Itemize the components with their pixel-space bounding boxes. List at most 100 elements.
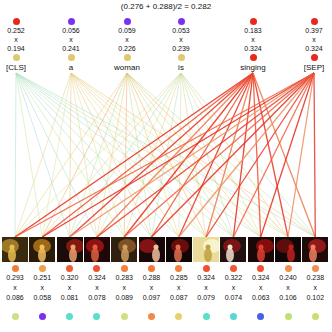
- times-sign: x: [69, 35, 73, 44]
- weight-dot: [93, 265, 100, 272]
- attention-line: [152, 73, 254, 237]
- times-sign: x: [251, 35, 255, 44]
- frame-column: 0.238x0.102: [302, 237, 328, 321]
- score-value: 0.079: [197, 293, 215, 303]
- score-value: 0.097: [143, 293, 161, 303]
- score-value: 0.106: [279, 293, 297, 303]
- score-value: 0.063: [252, 293, 270, 303]
- score-value: 0.324: [252, 273, 270, 283]
- frame-column: 0.324x0.079: [193, 237, 219, 321]
- video-frame: [302, 237, 328, 262]
- weight-dot: [257, 265, 264, 272]
- attention-line: [288, 73, 314, 237]
- weight-dot: [175, 313, 182, 320]
- attention-line: [206, 73, 314, 237]
- attention-line: [179, 73, 314, 237]
- weight-dot: [178, 18, 185, 25]
- weight-dot: [257, 313, 264, 320]
- weight-dot: [93, 313, 100, 320]
- times-sign: x: [125, 35, 129, 44]
- token-label: a: [69, 62, 73, 73]
- score-value: 0.322: [225, 273, 243, 283]
- weight-dot: [230, 265, 237, 272]
- attention-line: [233, 73, 253, 237]
- times-sign: x: [232, 283, 236, 293]
- attention-line: [70, 73, 314, 237]
- token-column: 0.183x0.324singing: [239, 17, 267, 73]
- frame-column: 0.324x0.078: [84, 237, 110, 321]
- weight-dot: [250, 54, 257, 61]
- video-frame: [57, 237, 83, 262]
- score-value: 0.081: [61, 293, 79, 303]
- attention-line: [42, 73, 253, 237]
- times-sign: x: [122, 283, 126, 293]
- chart-title: (0.276 + 0.288)/2 = 0.282: [0, 1, 332, 12]
- score-value: 0.087: [170, 293, 188, 303]
- attention-line: [97, 73, 314, 237]
- frame-column: 0.320x0.081: [57, 237, 83, 321]
- frame-column: 0.322x0.074: [220, 237, 246, 321]
- attention-line: [15, 73, 314, 237]
- times-sign: x: [179, 35, 183, 44]
- score-value: 0.288: [143, 273, 161, 283]
- times-sign: x: [13, 283, 17, 293]
- weight-dot: [12, 313, 19, 320]
- video-frame: [193, 237, 219, 262]
- attention-line: [261, 73, 314, 237]
- video-frame: [84, 237, 110, 262]
- attention-line: [127, 73, 288, 237]
- frame-column: 0.293x0.086: [2, 237, 28, 321]
- score-value: 0.397: [305, 26, 323, 35]
- score-value: 0.059: [118, 26, 136, 35]
- score-value: 0.194: [7, 44, 25, 53]
- score-value: 0.285: [170, 273, 188, 283]
- attention-line: [42, 73, 314, 237]
- frame-column: 0.283x0.089: [111, 237, 137, 321]
- times-sign: x: [259, 283, 263, 293]
- times-sign: x: [14, 35, 18, 44]
- attention-line: [124, 73, 253, 237]
- weight-dot: [13, 18, 20, 25]
- attention-line: [15, 73, 253, 237]
- weight-dot: [121, 313, 128, 320]
- frame-column: 0.288x0.097: [139, 237, 165, 321]
- score-value: 0.074: [225, 293, 243, 303]
- score-value: 0.293: [6, 273, 24, 283]
- video-frame: [111, 237, 137, 262]
- times-sign: x: [314, 283, 318, 293]
- score-value: 0.226: [118, 44, 136, 53]
- frame-column: 0.251x0.058: [29, 237, 55, 321]
- frame-column: 0.285x0.087: [166, 237, 192, 321]
- weight-dot: [124, 18, 131, 25]
- video-frame: [220, 237, 246, 262]
- weight-dot: [68, 54, 75, 61]
- weight-dot: [66, 313, 73, 320]
- score-value: 0.053: [172, 26, 190, 35]
- attention-line: [71, 73, 206, 237]
- score-value: 0.239: [172, 44, 190, 53]
- score-value: 0.058: [34, 293, 52, 303]
- token-column: 0.059x0.226woman: [113, 17, 141, 73]
- weight-dot: [311, 18, 318, 25]
- times-sign: x: [68, 283, 72, 293]
- token-column: 0.056x0.241a: [57, 17, 85, 73]
- token-label: singing: [240, 62, 265, 73]
- attention-line: [16, 73, 315, 237]
- weight-dot: [39, 265, 46, 272]
- times-sign: x: [95, 283, 99, 293]
- weight-dot: [39, 313, 46, 320]
- token-column: 0.397x0.324[SEP]: [300, 17, 328, 73]
- token-label: [CLS]: [6, 62, 26, 73]
- attention-line: [314, 73, 315, 237]
- attention-line: [97, 73, 181, 237]
- times-sign: x: [177, 283, 181, 293]
- score-value: 0.283: [115, 273, 133, 283]
- attention-line: [124, 73, 314, 237]
- weight-dot: [285, 265, 292, 272]
- attention-line: [15, 73, 16, 237]
- video-frame: [2, 237, 28, 262]
- score-value: 0.241: [62, 44, 80, 53]
- score-value: 0.324: [305, 44, 323, 53]
- attention-line: [152, 73, 315, 237]
